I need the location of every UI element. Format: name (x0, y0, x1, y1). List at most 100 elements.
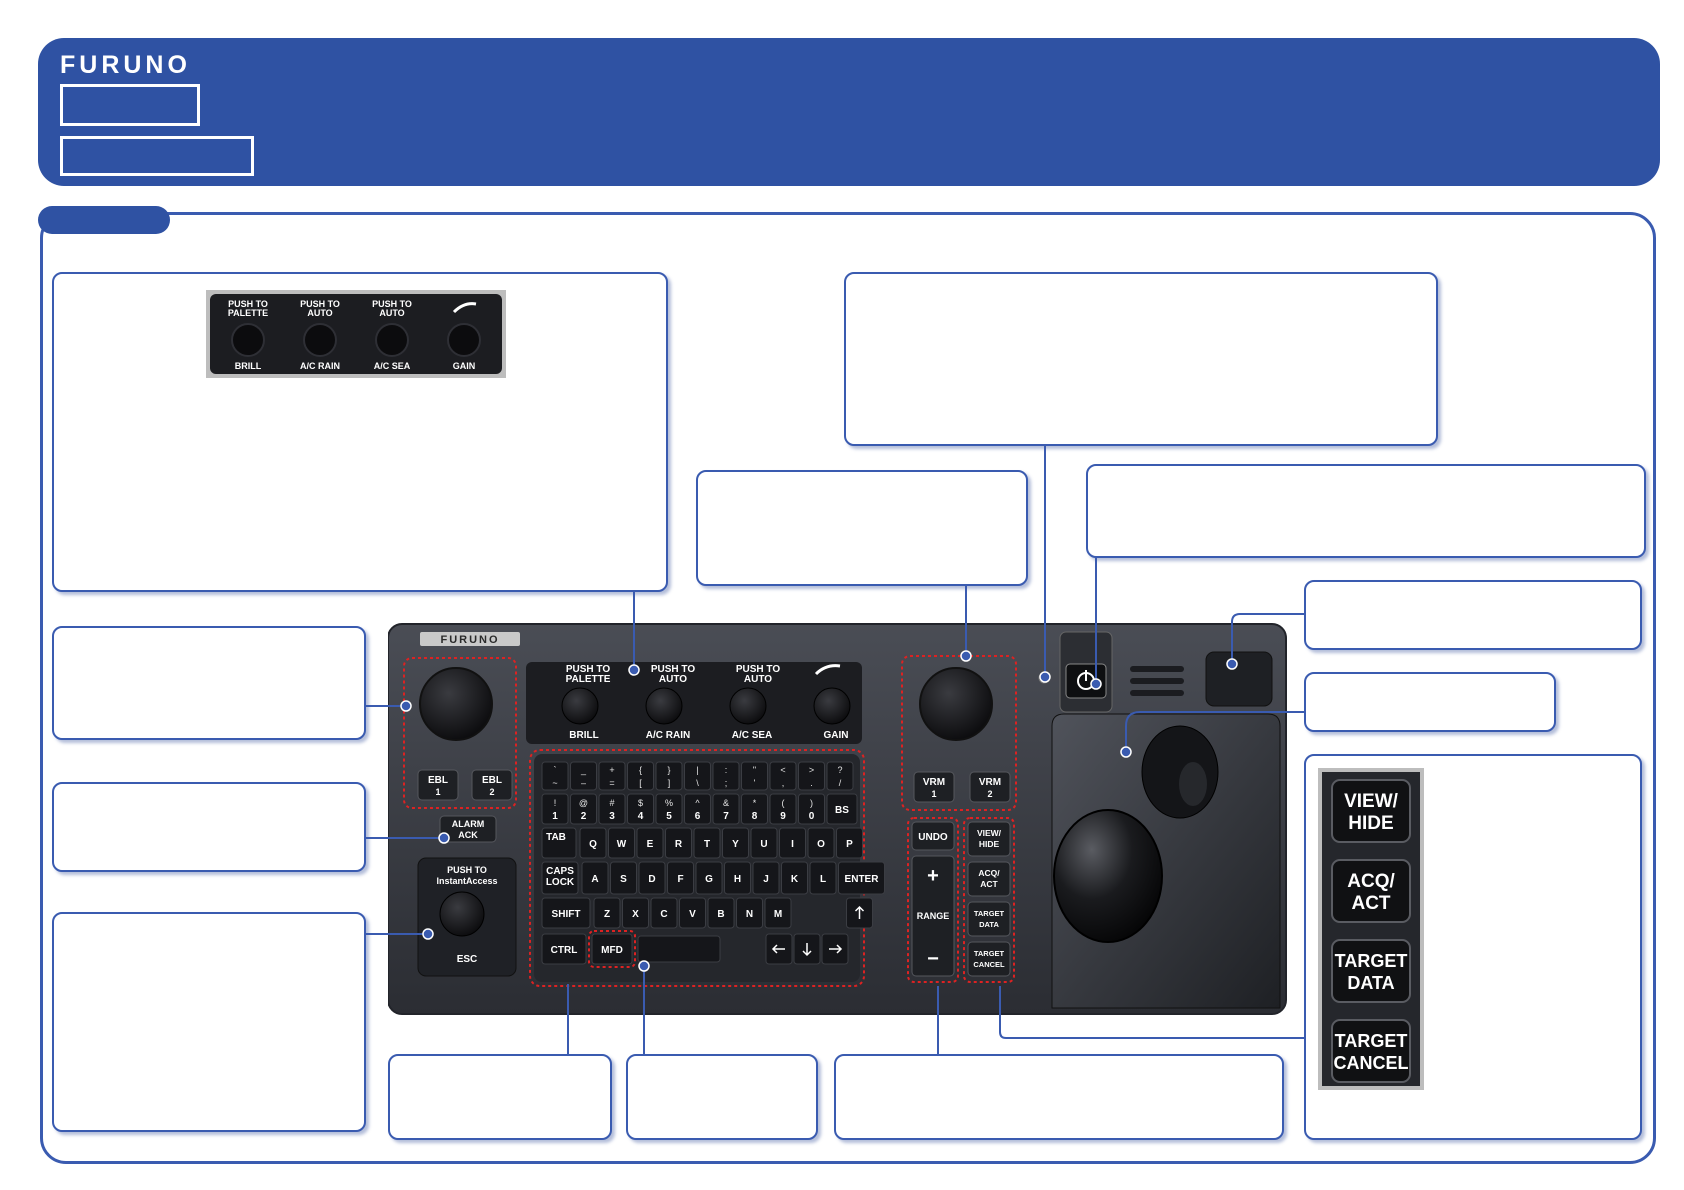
letter-key-label: V (689, 909, 696, 920)
vrm1-label: VRM (923, 777, 945, 788)
letter-key[interactable] (593, 897, 621, 929)
ctrl-label: CTRL (551, 945, 578, 956)
number-key[interactable] (627, 793, 654, 825)
letter-key-label: T (704, 839, 710, 850)
symbol-key[interactable] (541, 761, 569, 791)
caps-lock-key[interactable] (541, 861, 579, 895)
number-key[interactable] (741, 793, 768, 825)
section-tab (38, 206, 170, 234)
letter-key[interactable] (638, 861, 666, 895)
view-hide-key[interactable] (967, 821, 1011, 857)
number-key[interactable] (684, 793, 711, 825)
number-key-shift: ) (810, 798, 813, 808)
closeup-label-sea-top1: PUSH TO (372, 299, 412, 309)
label-sea-top1: PUSH TO (736, 664, 780, 675)
brill-knob[interactable] (561, 687, 599, 725)
letter-key[interactable] (610, 861, 637, 895)
shift-label: SHIFT (552, 909, 581, 920)
space-key[interactable] (637, 935, 721, 963)
number-key[interactable] (541, 793, 569, 825)
trackball[interactable] (1053, 809, 1163, 943)
letter-key-label: E (647, 839, 654, 850)
mfd-key[interactable] (591, 933, 633, 965)
target-cancel-key[interactable] (967, 941, 1011, 977)
letter-key-label: U (760, 839, 767, 850)
number-key[interactable] (598, 793, 626, 825)
undo-button[interactable] (911, 821, 955, 851)
symbol-key[interactable] (627, 761, 654, 791)
vrm1-button[interactable] (913, 771, 955, 803)
number-key[interactable] (655, 793, 683, 825)
letter-key[interactable] (622, 897, 649, 929)
number-key[interactable] (769, 793, 797, 825)
number-key[interactable] (570, 793, 597, 825)
letter-key[interactable] (750, 827, 778, 859)
mfd-highlight (588, 930, 636, 968)
esc-label: ESC (457, 954, 478, 965)
header-title-box (60, 84, 200, 126)
letter-key[interactable] (781, 861, 808, 895)
ebl-knob[interactable] (419, 667, 493, 741)
instant-access-knob[interactable] (439, 891, 485, 937)
letter-key[interactable] (608, 827, 635, 859)
symbol-key[interactable] (655, 761, 683, 791)
scroll-wheel[interactable] (1179, 762, 1207, 806)
letter-key[interactable] (695, 861, 723, 895)
letter-key[interactable] (707, 897, 735, 929)
symbol-key[interactable] (598, 761, 626, 791)
letter-key[interactable] (722, 827, 749, 859)
letter-key[interactable] (665, 827, 692, 859)
letter-key[interactable] (836, 827, 863, 859)
letter-key-label: C (660, 909, 667, 920)
letter-key[interactable] (579, 827, 607, 859)
letter-key[interactable] (736, 897, 763, 929)
symbol-key[interactable] (826, 761, 854, 791)
closeup-knob-sea (375, 323, 409, 357)
acq-act-key[interactable] (967, 861, 1011, 897)
letter-key[interactable] (752, 861, 780, 895)
symbol-key[interactable] (741, 761, 768, 791)
alarm-ack-line1: ALARM (452, 819, 485, 829)
letter-key[interactable] (807, 827, 835, 859)
backspace-key[interactable] (826, 793, 858, 825)
rain-knob[interactable] (645, 687, 683, 725)
enter-key[interactable] (838, 861, 885, 895)
letter-key[interactable] (636, 827, 664, 859)
letter-key[interactable] (809, 861, 837, 895)
letter-key-label: L (820, 874, 826, 885)
letter-key[interactable] (779, 827, 806, 859)
letter-key[interactable] (724, 861, 751, 895)
shift-key[interactable] (541, 897, 591, 929)
number-key[interactable] (712, 793, 740, 825)
symbol-key-base: [ (639, 778, 642, 788)
letter-key[interactable] (693, 827, 721, 859)
letter-key[interactable] (581, 861, 609, 895)
vrm-knob[interactable] (919, 667, 993, 741)
symbol-key-base: ] (668, 778, 671, 788)
letter-key[interactable] (764, 897, 792, 929)
symbol-key[interactable] (798, 761, 825, 791)
symbol-key-shift: _ (580, 765, 587, 775)
gain-knob[interactable] (813, 687, 851, 725)
symbol-key[interactable] (684, 761, 711, 791)
letter-key[interactable] (667, 861, 694, 895)
ctrl-key[interactable] (541, 933, 587, 965)
target-data-key[interactable] (967, 901, 1011, 937)
usb-cover[interactable] (1205, 651, 1273, 707)
number-key[interactable] (798, 793, 825, 825)
letter-key-label: M (774, 909, 782, 920)
scroll-mouse-button[interactable] (1141, 725, 1219, 819)
symbol-key[interactable] (712, 761, 740, 791)
ebl1-button[interactable] (417, 769, 459, 801)
range-rocker[interactable] (911, 855, 955, 977)
letter-key[interactable] (679, 897, 706, 929)
ebl2-button[interactable] (471, 769, 513, 801)
tab-key[interactable] (541, 827, 577, 859)
letter-key[interactable] (650, 897, 678, 929)
alarm-ack-button[interactable] (439, 815, 497, 843)
sea-knob[interactable] (729, 687, 767, 725)
symbol-key[interactable] (769, 761, 797, 791)
vrm2-label: VRM (979, 777, 1001, 788)
symbol-key[interactable] (570, 761, 597, 791)
vrm2-button[interactable] (969, 771, 1011, 803)
